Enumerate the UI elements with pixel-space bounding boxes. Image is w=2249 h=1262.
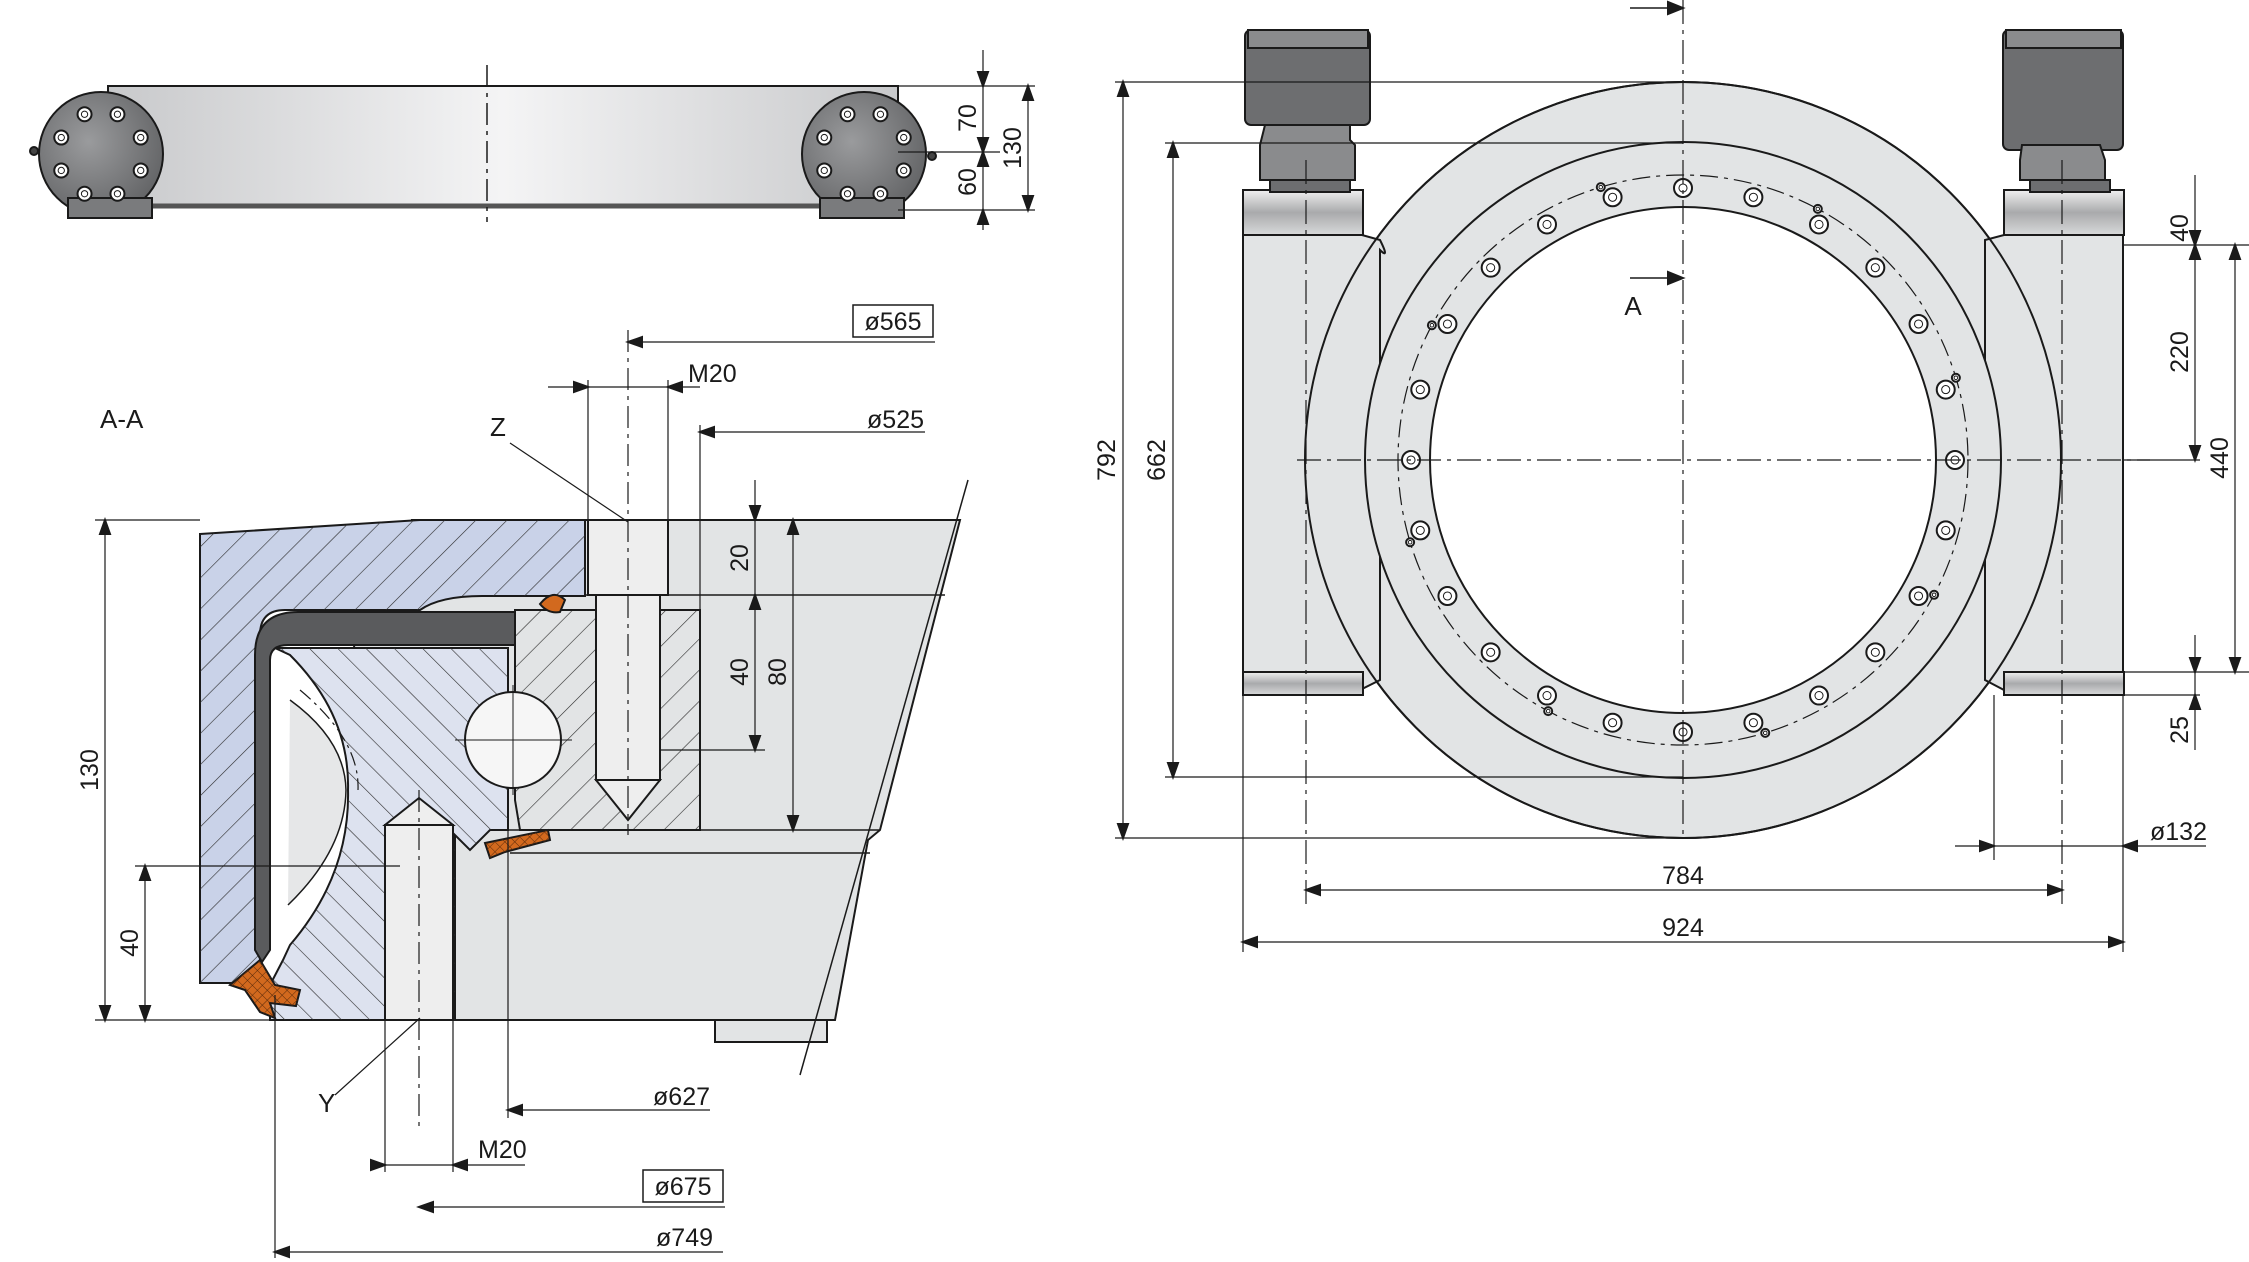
dim-d565: ø565 [865,308,922,336]
wheel-bolt [895,162,912,179]
dim-784: 784 [1662,862,1704,890]
detail-z-label: Z [490,412,506,442]
ring-small-hole [1929,589,1940,600]
dim-662: 662 [1143,439,1171,481]
ring-band [107,85,899,207]
ring-small-hole [1543,706,1554,717]
flange-left-top [1242,189,1364,236]
dim-d749: ø749 [656,1224,713,1252]
ring-bolt [1602,187,1623,208]
right-wheel-nipple [927,151,937,161]
dim-m20-top: M20 [688,360,737,388]
wheel-bolt [872,106,889,123]
ring-bolt [1809,685,1829,706]
wheel-bolts [53,106,912,202]
top-dim-130: 130 [999,127,1027,169]
ring-small-hole [1405,537,1416,548]
housing-left-block [1242,234,1386,691]
ring-bolts [1401,178,1965,742]
ring-bolt [1865,257,1886,278]
wheel-bolt [895,129,912,146]
wheel-bolt [816,129,833,146]
ring-bolt [1410,379,1431,400]
dim-40-front: 40 [2166,214,2194,242]
dim-440: 440 [2206,437,2234,479]
dim-130-section: 130 [76,749,104,791]
right-drive-wheel [801,91,927,219]
top-view [29,50,1035,230]
wheel-bolt [76,185,93,202]
ring-bolt [1743,187,1764,208]
dim-25: 25 [2166,716,2194,744]
wheel-bolt [109,106,126,123]
d675-frame [642,1169,724,1203]
d565-frame [852,304,934,338]
dim-40-low: 40 [116,929,144,957]
dim-792: 792 [1093,439,1121,481]
wheel-bolt [53,162,70,179]
dim-80: 80 [764,658,792,686]
seal-top [538,593,567,614]
ring-small-hole [1950,372,1961,383]
left-wheel-nipple [29,146,39,156]
ring-small-hole [1426,320,1437,331]
ring-bolt [1437,586,1458,606]
motor-left [1244,29,1371,193]
dim-d627: ø627 [653,1083,710,1111]
wheel-bolt [816,162,833,179]
dim-924: 924 [1662,914,1704,942]
ring-bolt [1480,257,1501,278]
wheel-bolt [872,185,889,202]
left-drive-wheel [38,91,164,219]
dim-220: 220 [2166,331,2194,373]
wheel-bolt [53,129,70,146]
section-view [95,330,969,1259]
ring-small-hole [1812,203,1823,214]
dim-20: 20 [726,544,754,572]
raceway-arc [287,699,347,906]
top-dim-60: 60 [954,168,982,196]
ring-bolt [1480,642,1501,663]
wheel-bolt [109,185,126,202]
ring-bolt [1410,520,1431,541]
wheel-bolt [76,106,93,123]
wheel-bolt [839,185,856,202]
ring-bolt [1908,586,1929,606]
housing-right-block-front [1984,234,2124,691]
top-dim-70: 70 [954,104,982,132]
ring-small-hole [1595,182,1606,193]
detail-y-label: Y [318,1088,335,1118]
ring-bolt [1935,520,1956,541]
motor-right [2002,29,2124,193]
wheel-bolt [839,106,856,123]
wheel-bolt [132,162,149,179]
ring-bolt [1437,314,1458,334]
flange-left-bottom [1242,671,1364,696]
flange-right-top [2003,189,2125,236]
dim-d132: ø132 [2150,818,2207,846]
ring-bolt [1935,379,1956,400]
dim-d675: ø675 [655,1173,712,1201]
dim-d525: ø525 [867,406,924,434]
ring-bolt [1908,314,1929,334]
front-view [1115,0,2249,952]
ring-bolt [1602,712,1623,733]
dim-m20-bottom: M20 [478,1136,527,1164]
ring-small-hole [1760,727,1771,738]
ring-bolt [1809,214,1829,235]
ring-bolt [1537,214,1557,235]
wheel-bolt [132,129,149,146]
ring-bolt [1537,685,1557,706]
section-marker-a: A [1624,291,1642,321]
dim-40-mid: 40 [726,658,754,686]
ring-bolt [1743,712,1764,733]
ring-bolt [1865,642,1886,663]
section-title: A-A [100,404,144,434]
flange-right-bottom [2003,671,2125,696]
